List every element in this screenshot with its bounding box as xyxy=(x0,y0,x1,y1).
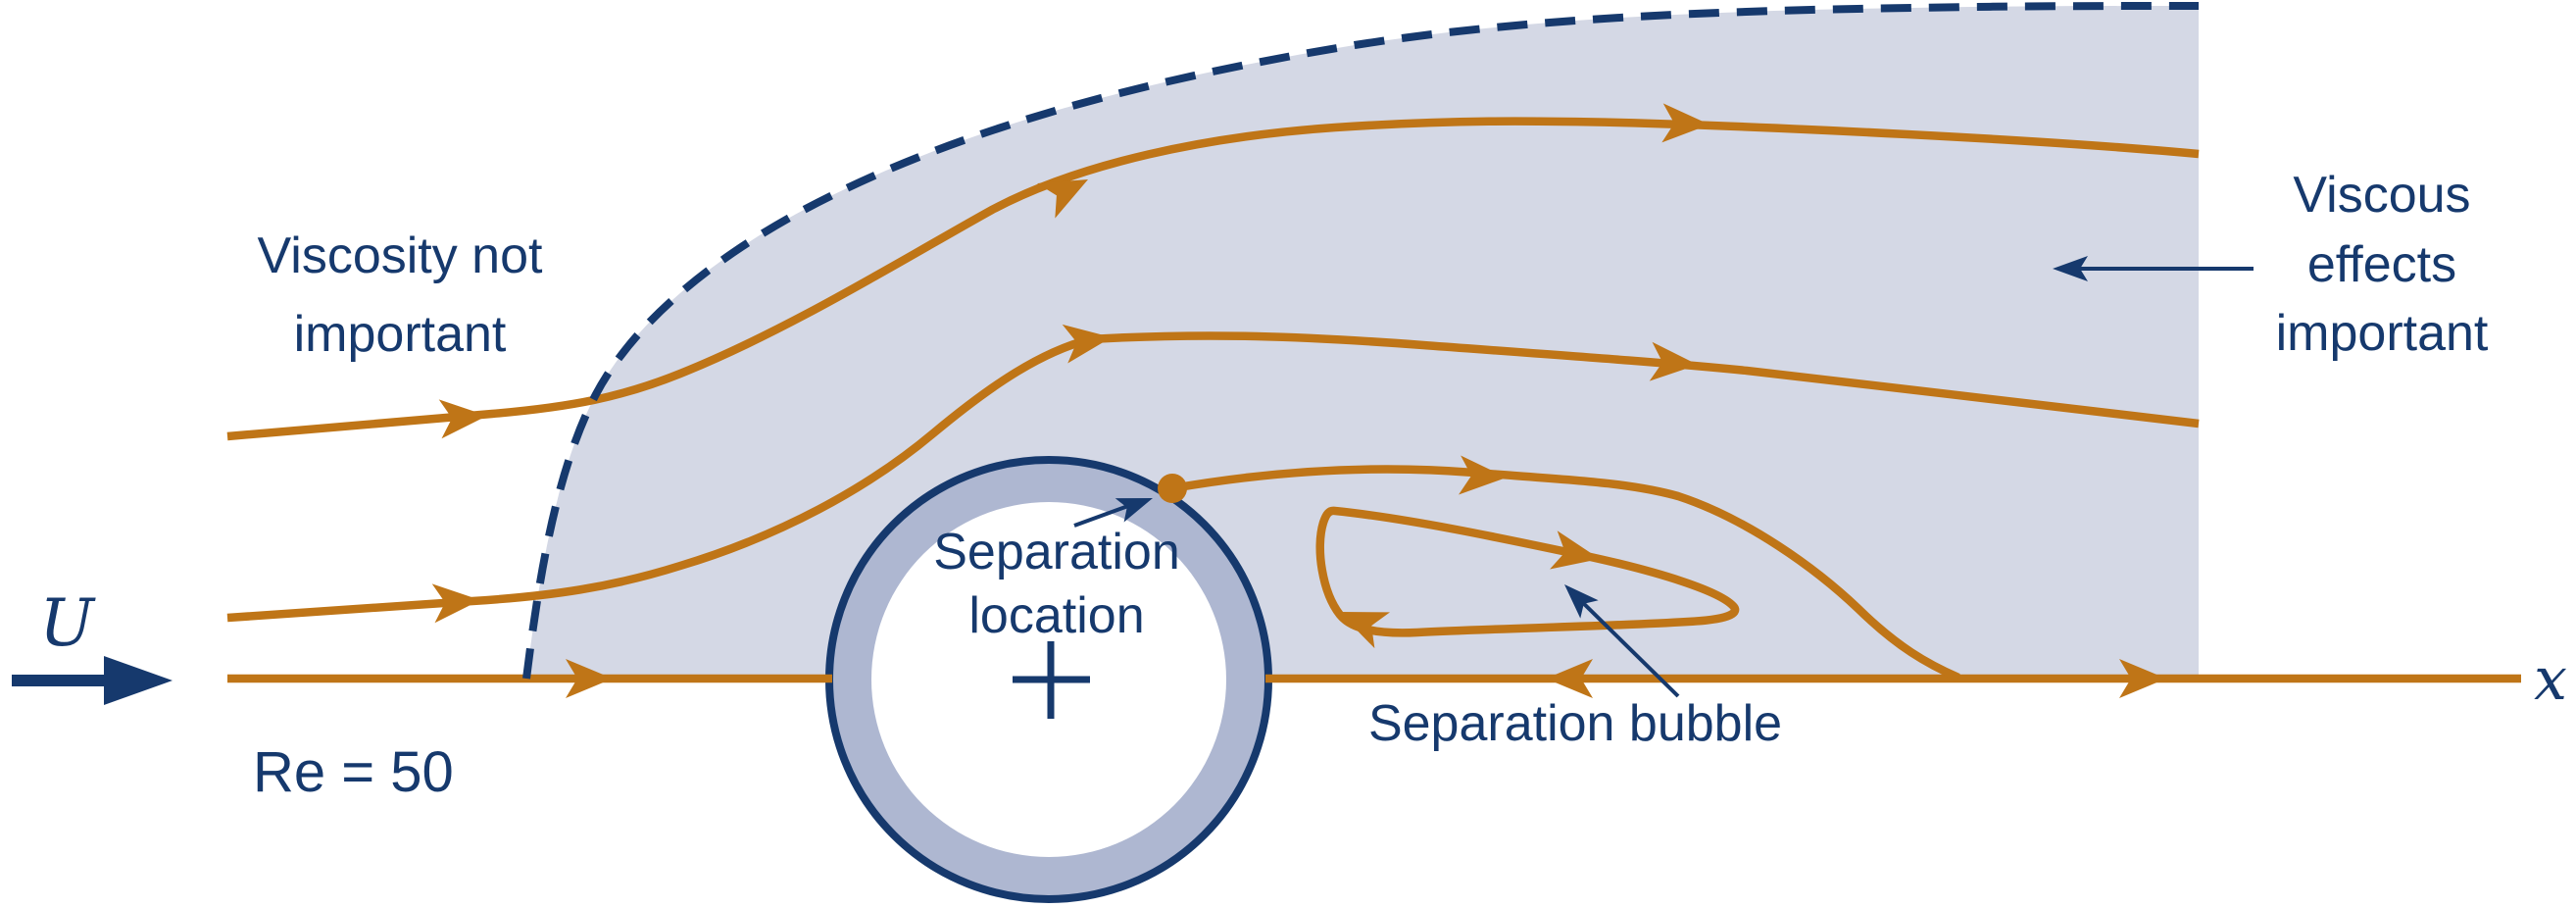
boundary-layer-dashed-curve xyxy=(522,2,2200,680)
separation-point-dot xyxy=(1158,474,1187,503)
axis-arrowhead-right-segment xyxy=(2119,659,2166,698)
viscous-region-label: Viscous effects important xyxy=(2276,167,2489,362)
separation-bubble-label: Separation bubble xyxy=(1368,695,1782,752)
streamline-middle-arrowhead-3 xyxy=(1649,341,1698,381)
separation-location-arrow xyxy=(1073,498,1153,528)
streamline-upper-arrowhead-1 xyxy=(438,399,487,439)
svg-text:important: important xyxy=(2276,305,2489,362)
separation-bubble-loop xyxy=(1315,506,1740,637)
separation-streamline-arrowhead xyxy=(1459,455,1507,495)
streamline-middle-arrowhead-2 xyxy=(1062,324,1112,364)
streamline-upper xyxy=(226,117,2200,441)
bubble-arrowhead-left xyxy=(1339,612,1390,649)
x-axis-label: x xyxy=(2534,645,2567,714)
freestream-arrow xyxy=(12,656,173,705)
separation-location-label: Separation location xyxy=(933,524,1180,644)
bubble-arrowhead-top xyxy=(1550,530,1600,570)
cylinder-center-cross xyxy=(1013,641,1090,719)
inviscid-region-label: Viscosity not important xyxy=(258,227,544,363)
axis-arrowhead-reverse-flow xyxy=(1546,659,1593,698)
reynolds-label: Re = 50 xyxy=(253,740,454,804)
svg-text:location: location xyxy=(968,587,1144,644)
viscous-effects-arrow xyxy=(2053,256,2254,281)
svg-text:Viscosity not: Viscosity not xyxy=(258,227,544,284)
svg-text:Separation: Separation xyxy=(933,524,1180,580)
streamline-upper-arrowhead-3 xyxy=(1661,103,1709,143)
axis-arrowhead-left-segment xyxy=(566,659,613,698)
svg-text:Viscous: Viscous xyxy=(2293,167,2470,224)
streamline-upper-arrowhead-2 xyxy=(1037,179,1088,219)
svg-text:important: important xyxy=(294,306,507,363)
separation-bubble-arrow xyxy=(1564,584,1680,698)
streamline-middle xyxy=(226,331,2200,623)
freestream-velocity-label: U xyxy=(39,585,96,661)
separation-streamline xyxy=(1171,465,1960,681)
streamline-middle-arrowhead-1 xyxy=(431,583,480,624)
svg-text:effects: effects xyxy=(2307,236,2456,293)
